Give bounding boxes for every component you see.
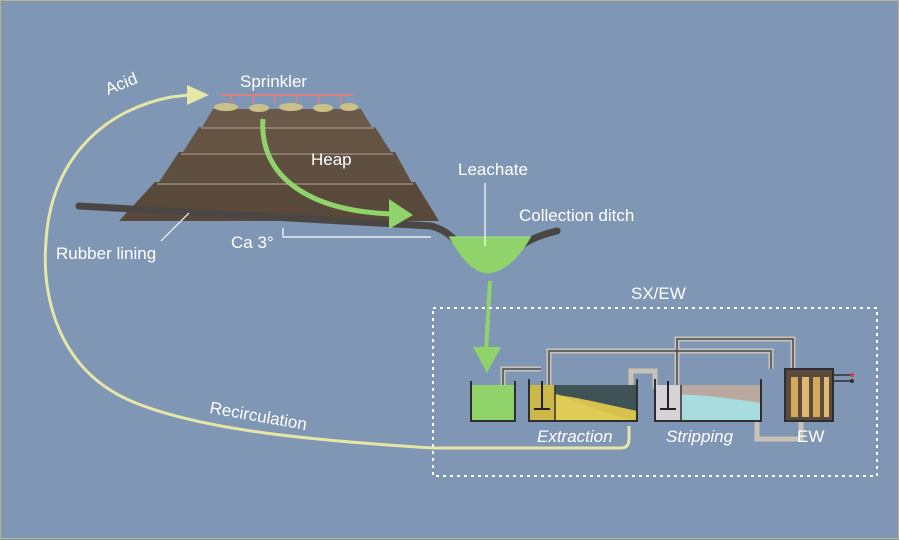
extraction-unit	[528, 379, 638, 422]
sprinkler	[221, 94, 353, 104]
recirculation-label: Recirculation	[208, 398, 308, 434]
rubber-lining-label: Rubber lining	[56, 244, 156, 263]
rubber-lining-pointer	[160, 212, 190, 242]
stripping-label: Stripping	[666, 427, 734, 446]
ore-top	[214, 103, 358, 112]
ew-label: EW	[797, 427, 824, 446]
feed-tank	[470, 381, 516, 422]
sprinkler-label: Sprinkler	[240, 72, 307, 91]
ew-cell	[784, 368, 854, 422]
leachate-flow-arrowhead	[473, 347, 501, 373]
sx-ew-label: SX/EW	[631, 284, 686, 303]
angle-indicator	[282, 228, 431, 238]
acid-arrowhead	[187, 85, 209, 105]
recirculation-return-pipe	[433, 426, 631, 450]
heap-flow-arrowhead	[389, 199, 413, 229]
collection-ditch-label: Collection ditch	[519, 206, 634, 225]
heap-label: Heap	[311, 150, 352, 169]
angle-label: Ca 3°	[231, 233, 274, 252]
recirculation-curve	[43, 93, 434, 450]
stripping-unit	[654, 379, 762, 422]
leachate-flow-line	[484, 280, 492, 352]
heap-flow-arrow	[260, 118, 394, 217]
leachate-label: Leachate	[458, 160, 528, 179]
leachate-pool	[449, 237, 531, 274]
sx-ew-box	[432, 307, 878, 477]
extraction-label: Extraction	[537, 427, 613, 446]
acid-label: Acid	[102, 69, 140, 99]
